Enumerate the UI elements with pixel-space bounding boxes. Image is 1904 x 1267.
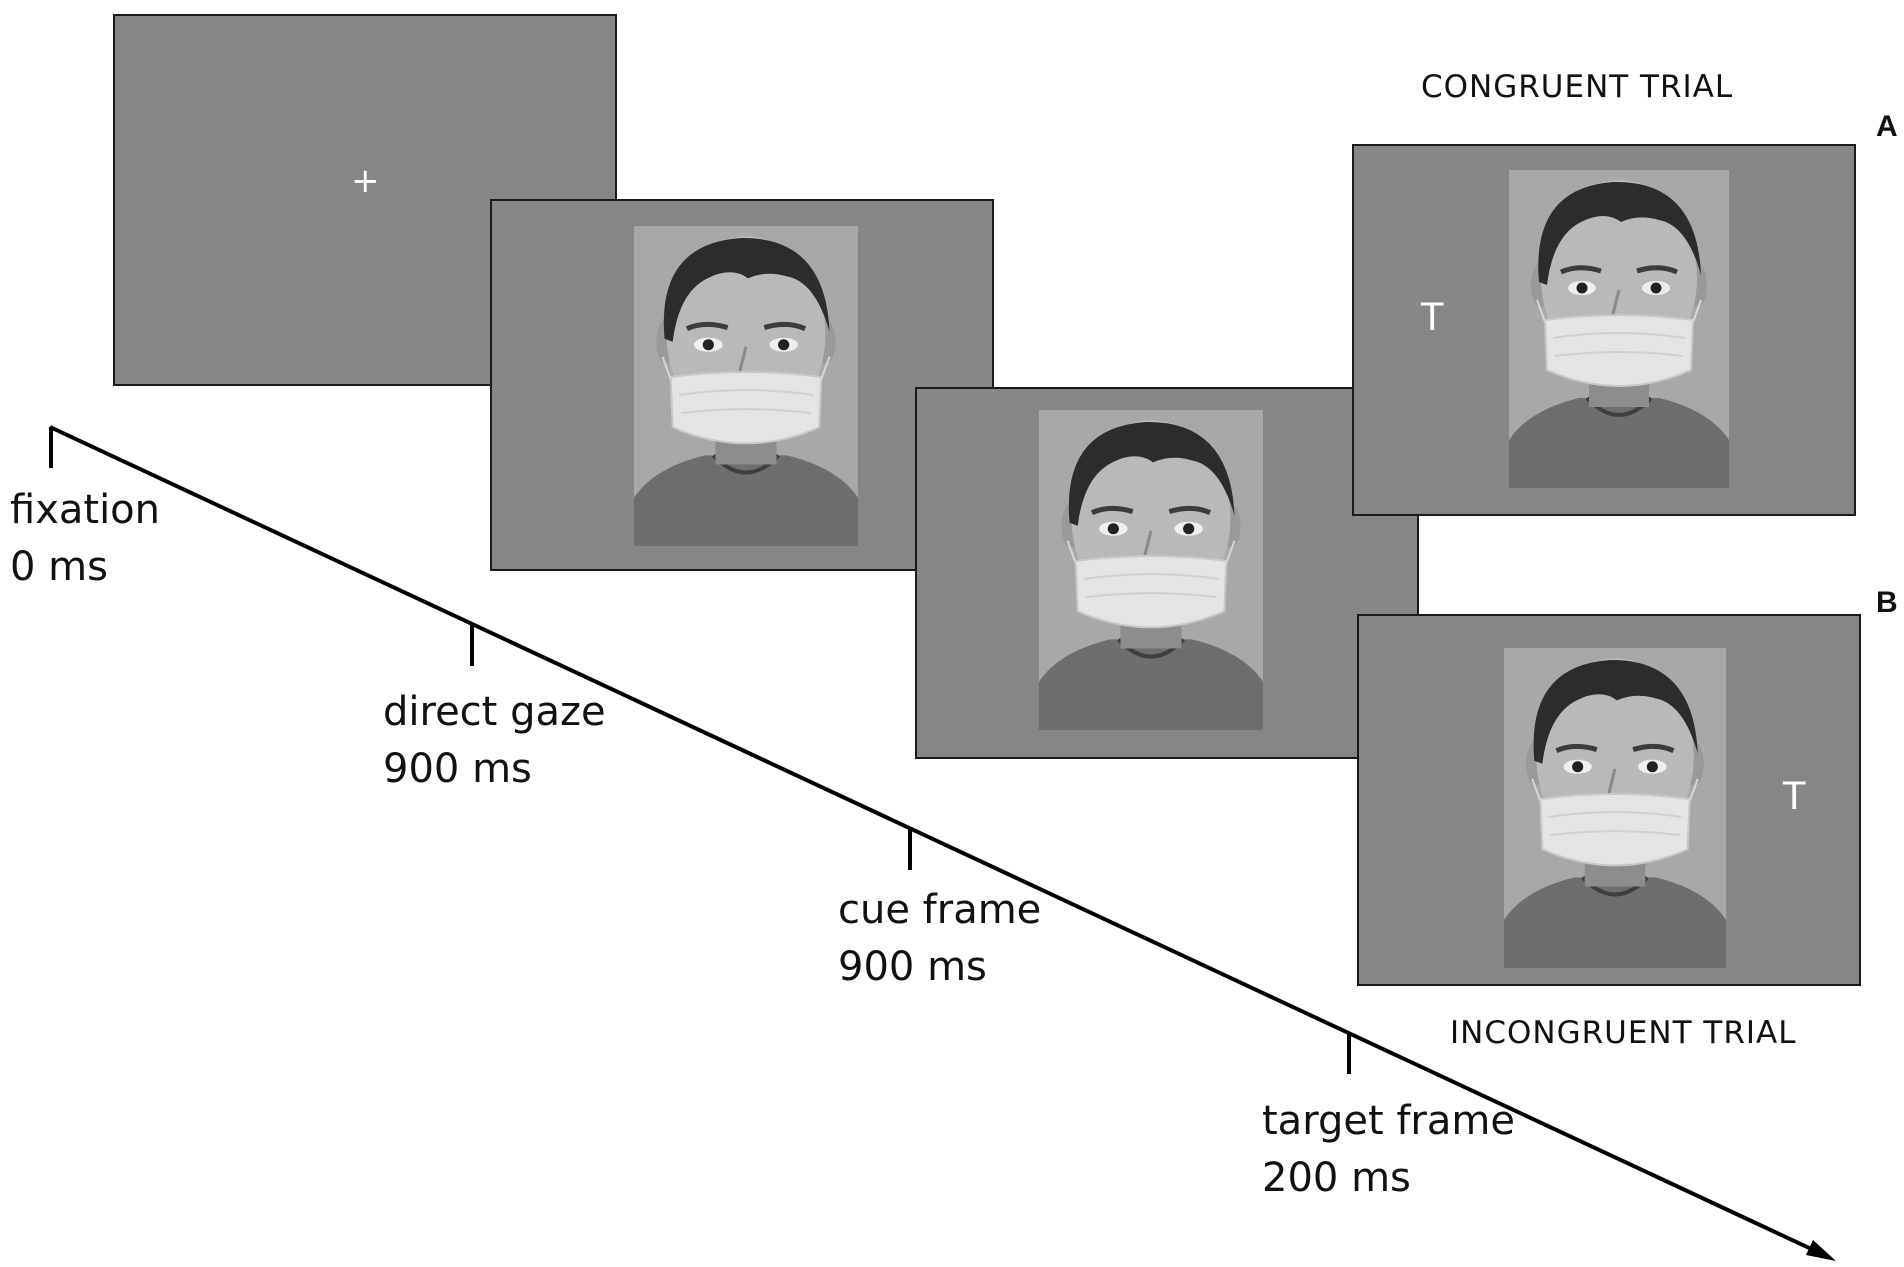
target-frame-incongruent: T [1357,614,1861,986]
step-duration: 900 ms [838,944,987,990]
arrowhead-icon [1806,1240,1836,1261]
step-name: fixation [10,487,160,533]
fixation-cross: + [351,161,380,201]
direct-gaze-frame [490,199,994,571]
congruent-trial-label: CONGRUENT TRIAL [1421,69,1734,105]
incongruent-trial-label: INCONGRUENT TRIAL [1450,1015,1797,1051]
target-letter: T [1420,295,1445,339]
panel-label-a: A [1876,110,1898,143]
target-frame-congruent: T [1352,144,1856,516]
timeline-line [49,425,1821,1255]
face-photo [634,226,858,546]
step-name: cue frame [838,887,1042,933]
step-duration: 200 ms [1262,1155,1411,1201]
step-duration: 900 ms [383,746,532,792]
step-name: direct gaze [383,689,606,735]
target-letter: T [1782,774,1807,818]
face-photo [1509,170,1729,488]
step-name: target frame [1262,1098,1515,1144]
panel-label-b: B [1876,586,1898,619]
step-label-cue-frame: cue frame 900 ms [838,882,1041,996]
step-label-target-frame: target frame 200 ms [1262,1093,1515,1207]
face-photo [1504,648,1726,968]
cue-frame [915,387,1419,759]
face-photo [1039,410,1263,730]
step-label-fixation: fixation 0 ms [10,482,160,596]
step-duration: 0 ms [10,544,108,590]
step-label-direct-gaze: direct gaze 900 ms [383,684,606,798]
